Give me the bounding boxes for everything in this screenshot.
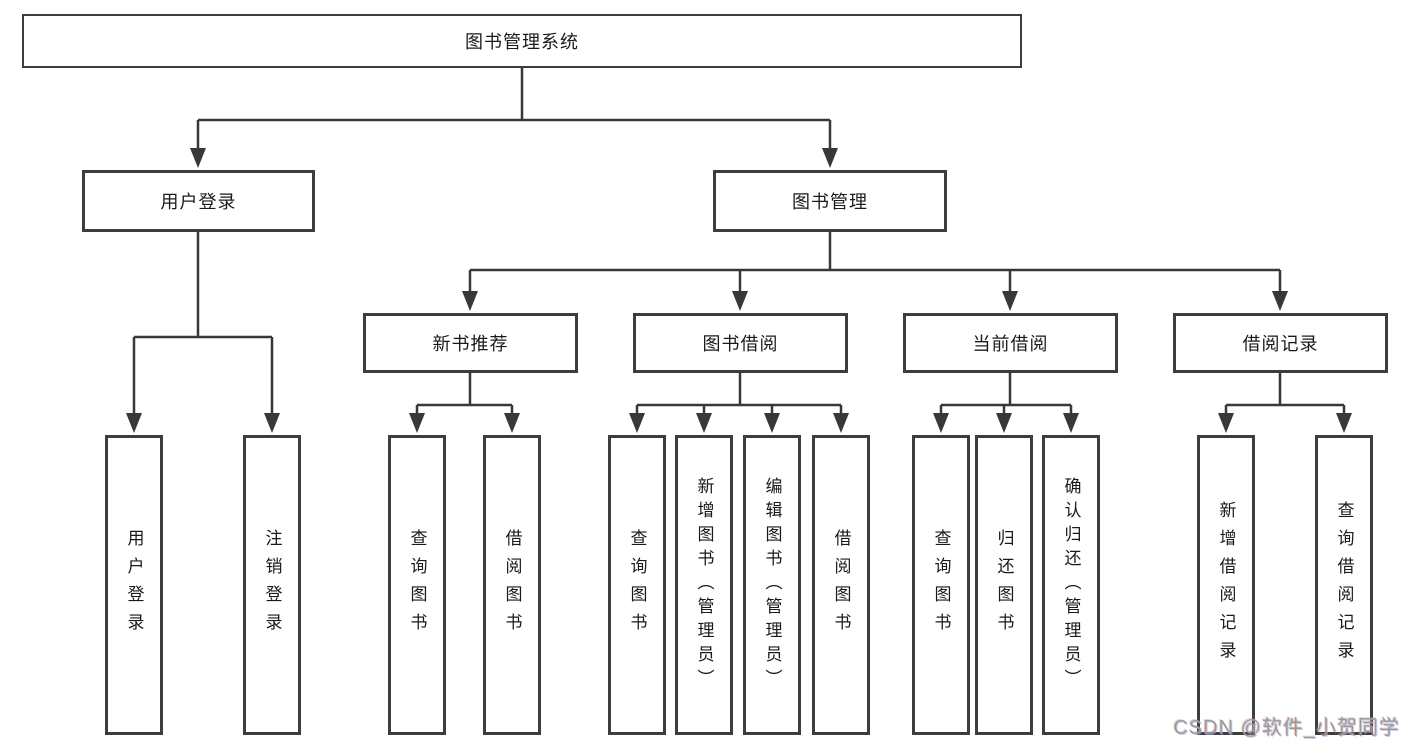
node-label: 用户登录	[160, 192, 237, 212]
connector-book-borrow	[635, 373, 843, 417]
connector-borrow-records	[1224, 373, 1346, 417]
connector-book-mgmt-to-level3	[468, 232, 1282, 295]
leaf-borrow-books: 借阅图书	[812, 435, 870, 735]
node-label: 查询借阅记录	[1334, 501, 1354, 669]
node-label: 查询图书	[931, 529, 951, 641]
leaf-borrow-books-recommend: 借阅图书	[483, 435, 541, 735]
connector-root-to-level2	[196, 68, 832, 152]
node-label: 借阅图书	[831, 529, 851, 641]
node-label: 注销登录	[262, 529, 282, 641]
node-label: 借阅图书	[502, 529, 522, 641]
connector-current-borrow	[939, 373, 1073, 417]
connector-user-login-to-leaves	[132, 232, 274, 417]
node-label: 查询图书	[407, 529, 427, 641]
node-label: 图书管理系统	[465, 32, 579, 52]
leaf-return-books: 归还图书	[975, 435, 1033, 735]
leaf-user-login: 用户登录	[105, 435, 163, 735]
node-current-borrow: 当前借阅	[903, 313, 1118, 373]
node-borrow-records: 借阅记录	[1173, 313, 1388, 373]
node-label: 图书借阅	[702, 334, 779, 354]
leaf-confirm-return-admin: 确认归还（管理员）	[1042, 435, 1100, 735]
node-label: 查询图书	[627, 529, 647, 641]
leaf-query-books-current: 查询图书	[912, 435, 970, 735]
connector-new-book-recommend	[415, 373, 514, 417]
node-library-management-system: 图书管理系统	[22, 14, 1022, 68]
node-label: 归还图书	[994, 529, 1014, 641]
node-user-login: 用户登录	[82, 170, 315, 232]
node-label: 确认归还（管理员）	[1061, 477, 1081, 693]
node-label: 新书推荐	[432, 334, 509, 354]
node-label: 用户登录	[124, 529, 144, 641]
node-book-borrow: 图书借阅	[633, 313, 848, 373]
node-label: 编辑图书（管理员）	[762, 477, 782, 693]
node-book-management: 图书管理	[713, 170, 947, 232]
leaf-edit-books-admin: 编辑图书（管理员）	[743, 435, 801, 735]
leaf-logout-login: 注销登录	[243, 435, 301, 735]
leaf-query-books-borrow: 查询图书	[608, 435, 666, 735]
node-new-book-recommend: 新书推荐	[363, 313, 578, 373]
node-label: 图书管理	[792, 192, 868, 212]
node-label: 新增图书（管理员）	[694, 477, 714, 693]
node-label: 当前借阅	[972, 334, 1049, 354]
leaf-add-books-admin: 新增图书（管理员）	[675, 435, 733, 735]
node-label: 新增借阅记录	[1216, 501, 1236, 669]
watermark-text: CSDN @软件_小贺同学	[1173, 717, 1400, 739]
leaf-query-borrow-record: 查询借阅记录	[1315, 435, 1373, 735]
leaf-query-books-recommend: 查询图书	[388, 435, 446, 735]
node-label: 借阅记录	[1242, 334, 1319, 354]
leaf-add-borrow-record: 新增借阅记录	[1197, 435, 1255, 735]
